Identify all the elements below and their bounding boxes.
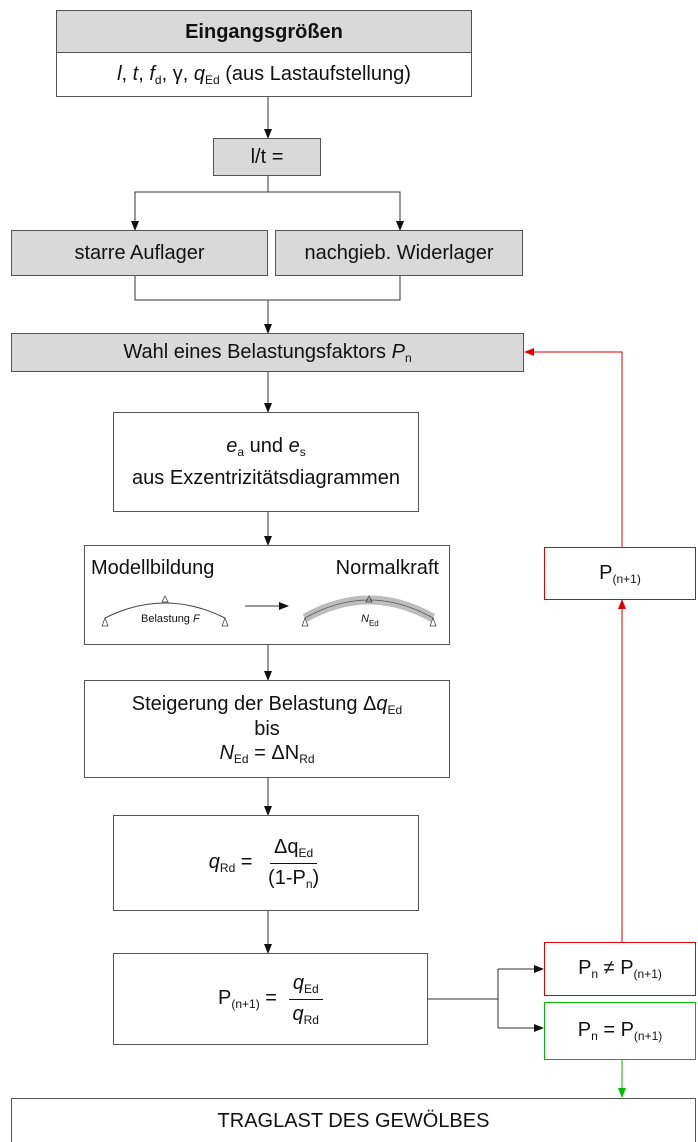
increase-box: Steigerung der Belastung ΔqEd bis NEd = … <box>84 680 450 778</box>
rigid-support-label: starre Auflager <box>74 242 205 264</box>
branch-merge <box>134 276 401 301</box>
model-sketch <box>101 595 437 627</box>
eq-box: Pn = P(n+1) <box>544 1002 696 1060</box>
ratio-label: l/t = <box>250 146 284 168</box>
qrd-box: qRd = ΔqEd(1-Pn) <box>113 815 419 911</box>
model-left-label: Modellbildung <box>91 557 215 579</box>
feedback-box: P(n+1) <box>544 547 696 600</box>
flexible-support-label: nachgieb. Widerlager <box>304 242 494 264</box>
model-right-label: Normalkraft <box>335 557 439 579</box>
eccentricity-box: ea und es aus Exzentrizitätsdiagrammen <box>113 412 419 512</box>
result-box: TRAGLAST DES GEWÖLBES <box>11 1098 696 1142</box>
choose-factor-box: Wahl eines Belastungsfaktors Pn <box>11 333 524 372</box>
input-title: Eingangsgrößen <box>185 20 343 43</box>
choose-factor-label: Wahl eines Belastungsfaktors Pn <box>123 340 412 365</box>
arrow-feedback-to-choose <box>524 348 623 547</box>
feedback-label: P(n+1) <box>599 561 641 586</box>
qrd-formula: qRd = ΔqEd(1-Pn) <box>208 836 320 891</box>
branch-split <box>134 191 401 212</box>
eccentricity-text: ea und es aus Exzentrizitätsdiagrammen <box>132 435 400 489</box>
model-box: Modellbildung Normalkraft Belastung F NE… <box>84 545 450 645</box>
result-label: TRAGLAST DES GEWÖLBES <box>217 1109 490 1132</box>
eq-label: Pn = P(n+1) <box>577 1019 663 1044</box>
input-title-box: Eingangsgrößen <box>56 10 472 53</box>
neq-label: Pn ≠ P(n+1) <box>578 957 662 982</box>
input-vars-box: l, t, fd, γ, qEd (aus Lastaufstellung) <box>56 52 472 97</box>
neq-box: Pn ≠ P(n+1) <box>544 942 696 996</box>
flexible-support-box: nachgieb. Widerlager <box>275 230 523 276</box>
rigid-support-box: starre Auflager <box>11 230 268 276</box>
input-vars: l, t, fd, γ, qEd (aus Lastaufstellung) <box>117 62 411 87</box>
model-load-label: Belastung F <box>141 613 200 625</box>
increase-text: Steigerung der Belastung ΔqEd bis NEd = … <box>131 692 403 766</box>
ratio-box: l/t = <box>213 138 321 176</box>
model-normal-label: NEd <box>361 613 379 628</box>
